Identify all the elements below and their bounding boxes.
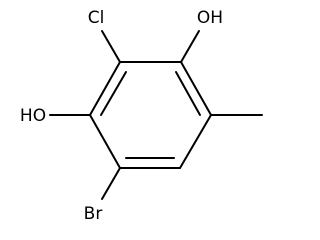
- molecule-structure: OH Cl HO Br: [20, 8, 263, 224]
- bond-to-bromo: [101, 167, 121, 200]
- ring-bond-bottom-right: [179, 114, 212, 169]
- ring-bond-top-left: [89, 61, 121, 116]
- bond-to-chloro: [101, 30, 121, 63]
- benzene-ring: [89, 61, 212, 169]
- ring-double-bond-inner-right: [175, 71, 201, 116]
- atom-labels: OH Cl HO Br: [20, 8, 223, 224]
- left-hydroxyl-label: HO: [20, 106, 46, 126]
- bond-to-top-hydroxyl: [180, 30, 200, 63]
- ring-bond-top-right: [180, 61, 212, 116]
- top-hydroxyl-label: OH: [197, 8, 223, 28]
- bromo-label: Br: [84, 204, 103, 224]
- substituent-bonds: [49, 30, 263, 200]
- ring-bond-bottom-left: [89, 114, 121, 169]
- chloro-label: Cl: [88, 8, 105, 28]
- ring-double-bond-inner-left: [100, 71, 127, 116]
